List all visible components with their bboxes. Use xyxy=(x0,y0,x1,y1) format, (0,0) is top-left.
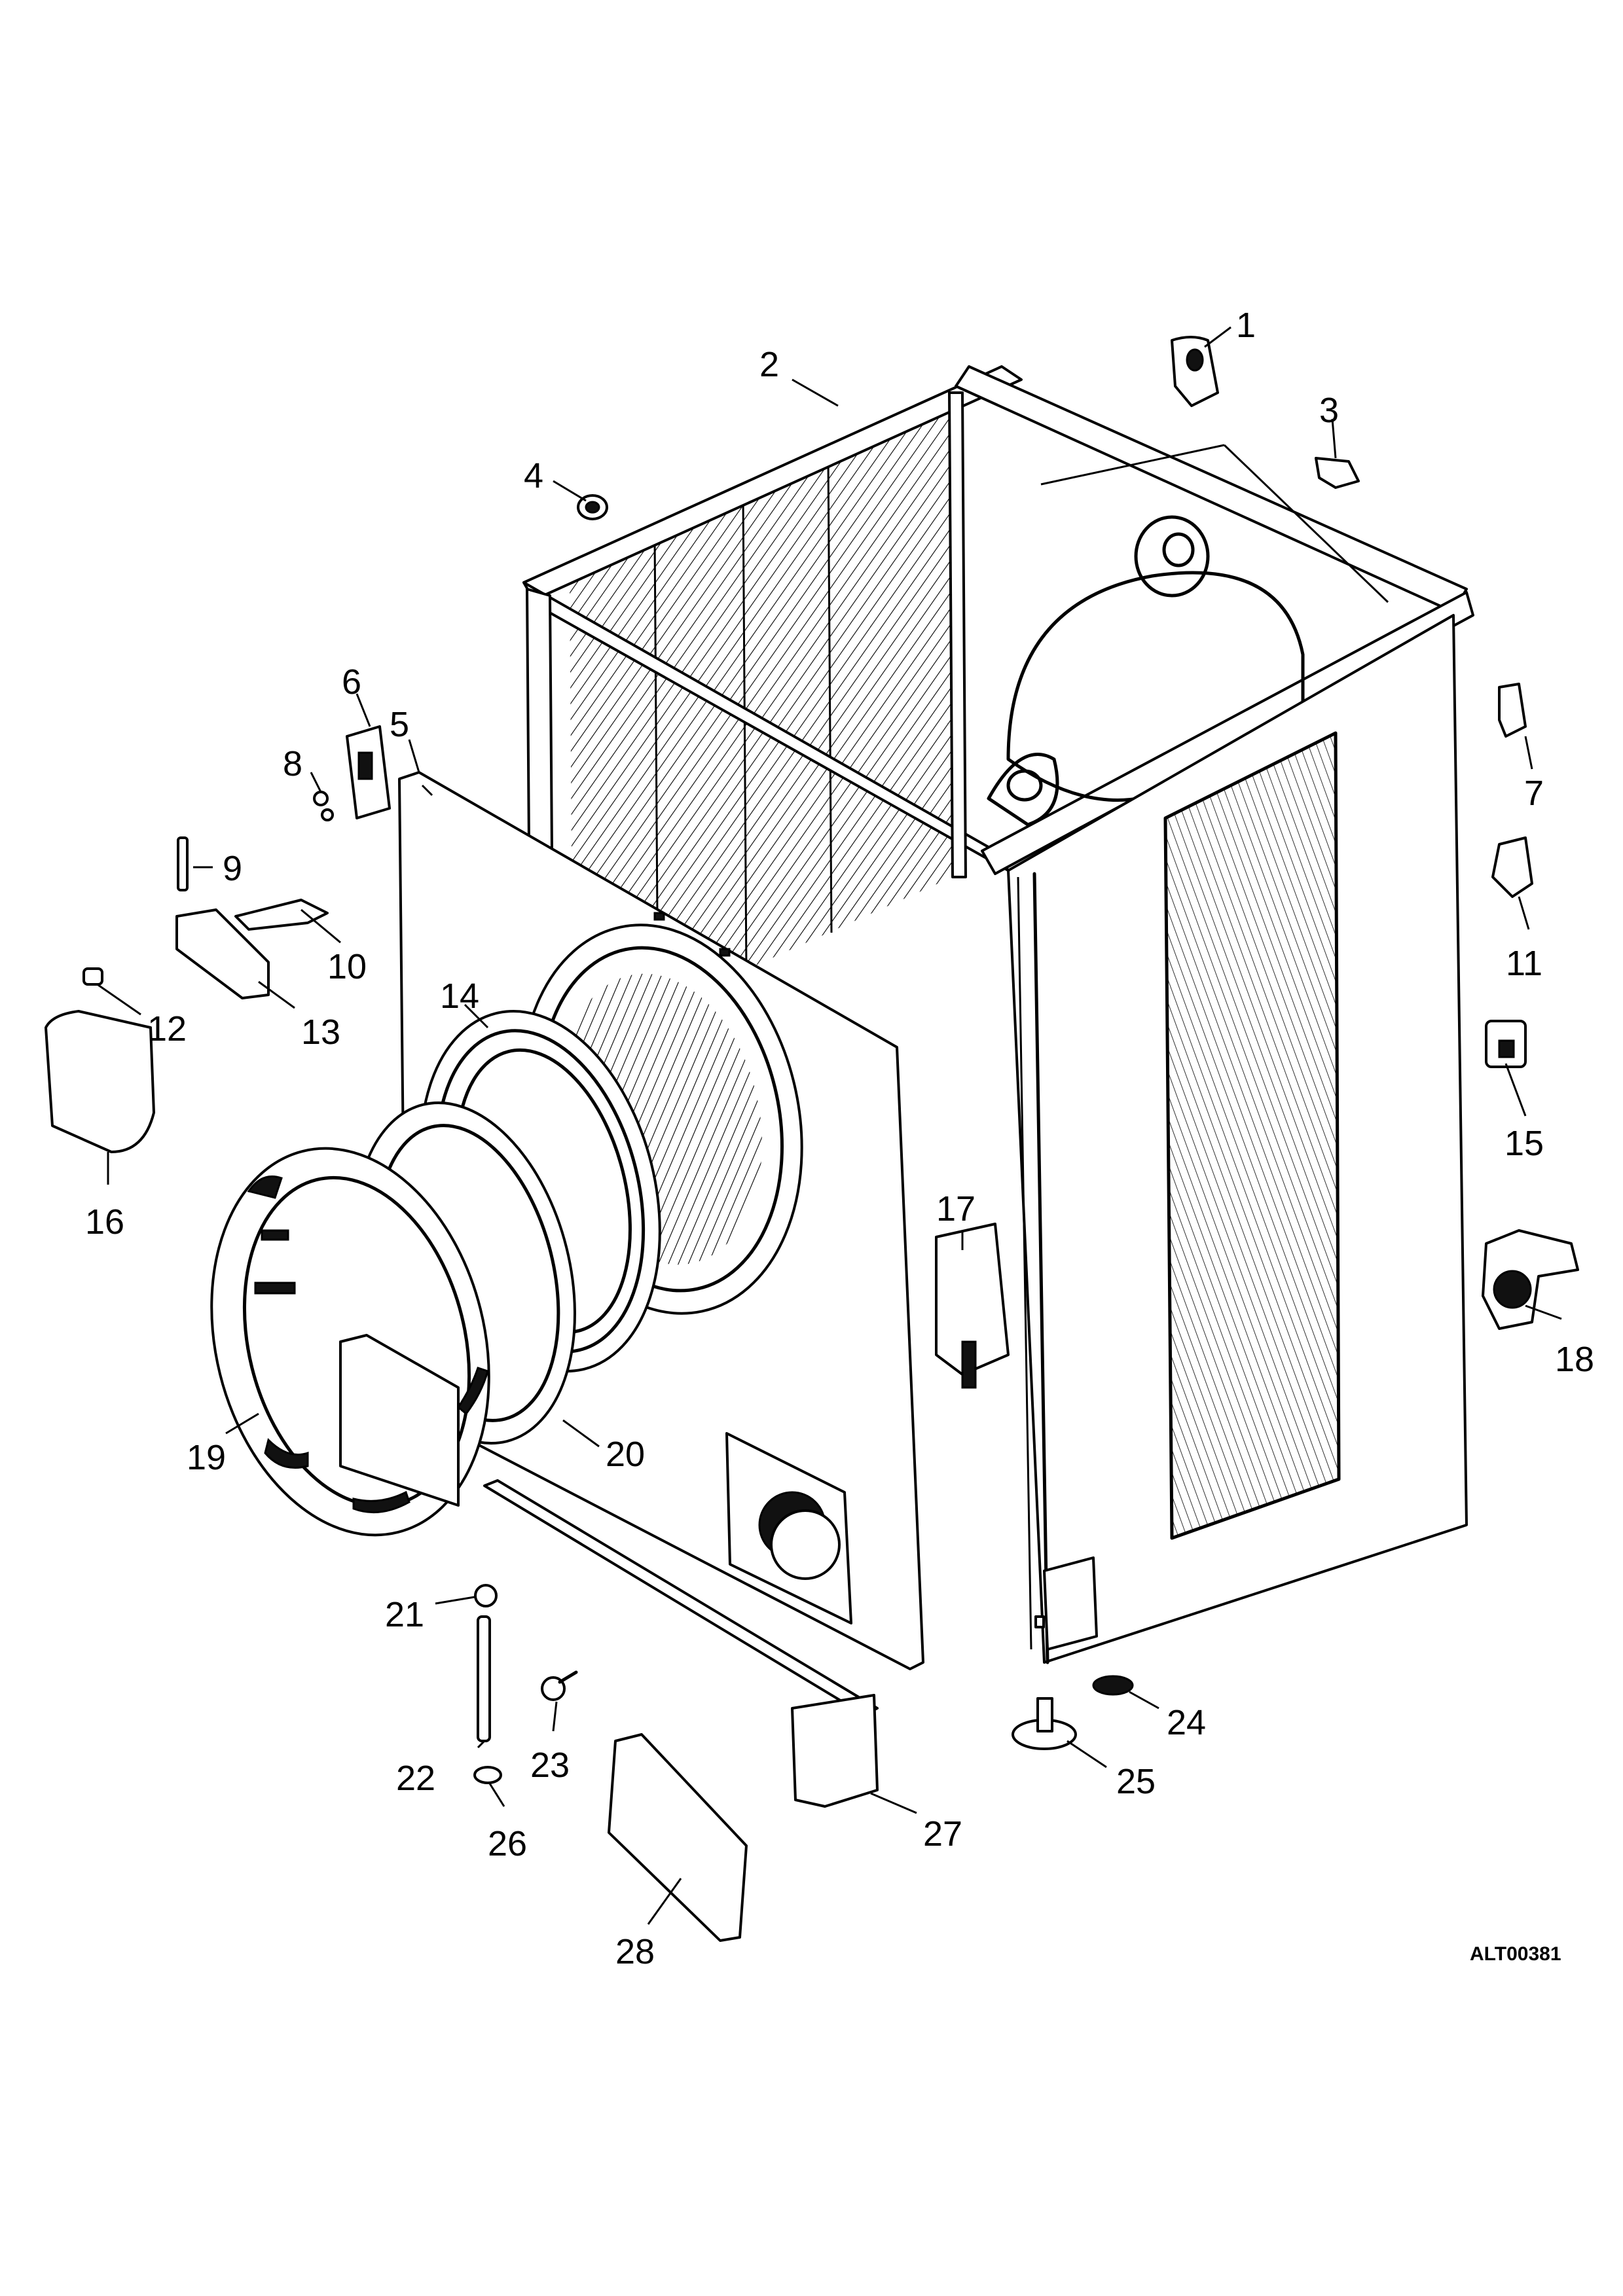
callout-6: 6 xyxy=(342,662,361,702)
callout-1: 1 xyxy=(1236,306,1256,345)
callout-17: 17 xyxy=(936,1189,976,1229)
figure-code: ALT00381 xyxy=(1470,1943,1561,1965)
callout-28: 28 xyxy=(615,1932,655,1971)
callout-2: 2 xyxy=(759,345,779,384)
callout-12: 12 xyxy=(147,1009,187,1049)
callout-19: 19 xyxy=(187,1438,226,1477)
filter-flap xyxy=(608,1733,748,1942)
callout-7: 7 xyxy=(1524,774,1544,813)
callout-20: 20 xyxy=(606,1435,645,1474)
callout-22: 22 xyxy=(396,1759,435,1798)
callout-9: 9 xyxy=(223,849,242,888)
callout-23: 23 xyxy=(530,1746,570,1785)
callout-18: 18 xyxy=(1555,1340,1594,1379)
callout-25: 25 xyxy=(1116,1762,1156,1801)
callout-8: 8 xyxy=(283,744,302,783)
callout-24: 24 xyxy=(1167,1703,1206,1742)
kickplate xyxy=(483,1479,879,1808)
callout-labels: 1 2 3 4 5 6 7 8 9 10 11 12 13 14 15 16 1… xyxy=(85,306,1594,1971)
callout-27: 27 xyxy=(923,1814,962,1854)
callout-21: 21 xyxy=(385,1595,424,1634)
callout-4: 4 xyxy=(524,456,543,495)
callout-10: 10 xyxy=(327,947,367,986)
door-assembly xyxy=(210,1147,490,1537)
callout-26: 26 xyxy=(488,1824,527,1863)
callout-11: 11 xyxy=(1506,944,1542,983)
callout-15: 15 xyxy=(1504,1124,1544,1163)
callout-14: 14 xyxy=(440,977,479,1016)
callout-13: 13 xyxy=(301,1013,340,1052)
callout-3: 3 xyxy=(1319,391,1339,430)
callout-5: 5 xyxy=(390,705,409,744)
leader-lines xyxy=(98,326,1562,1925)
loose-parts xyxy=(45,336,1579,1784)
callout-16: 16 xyxy=(85,1202,124,1242)
cabinet-frame xyxy=(522,365,1474,1664)
